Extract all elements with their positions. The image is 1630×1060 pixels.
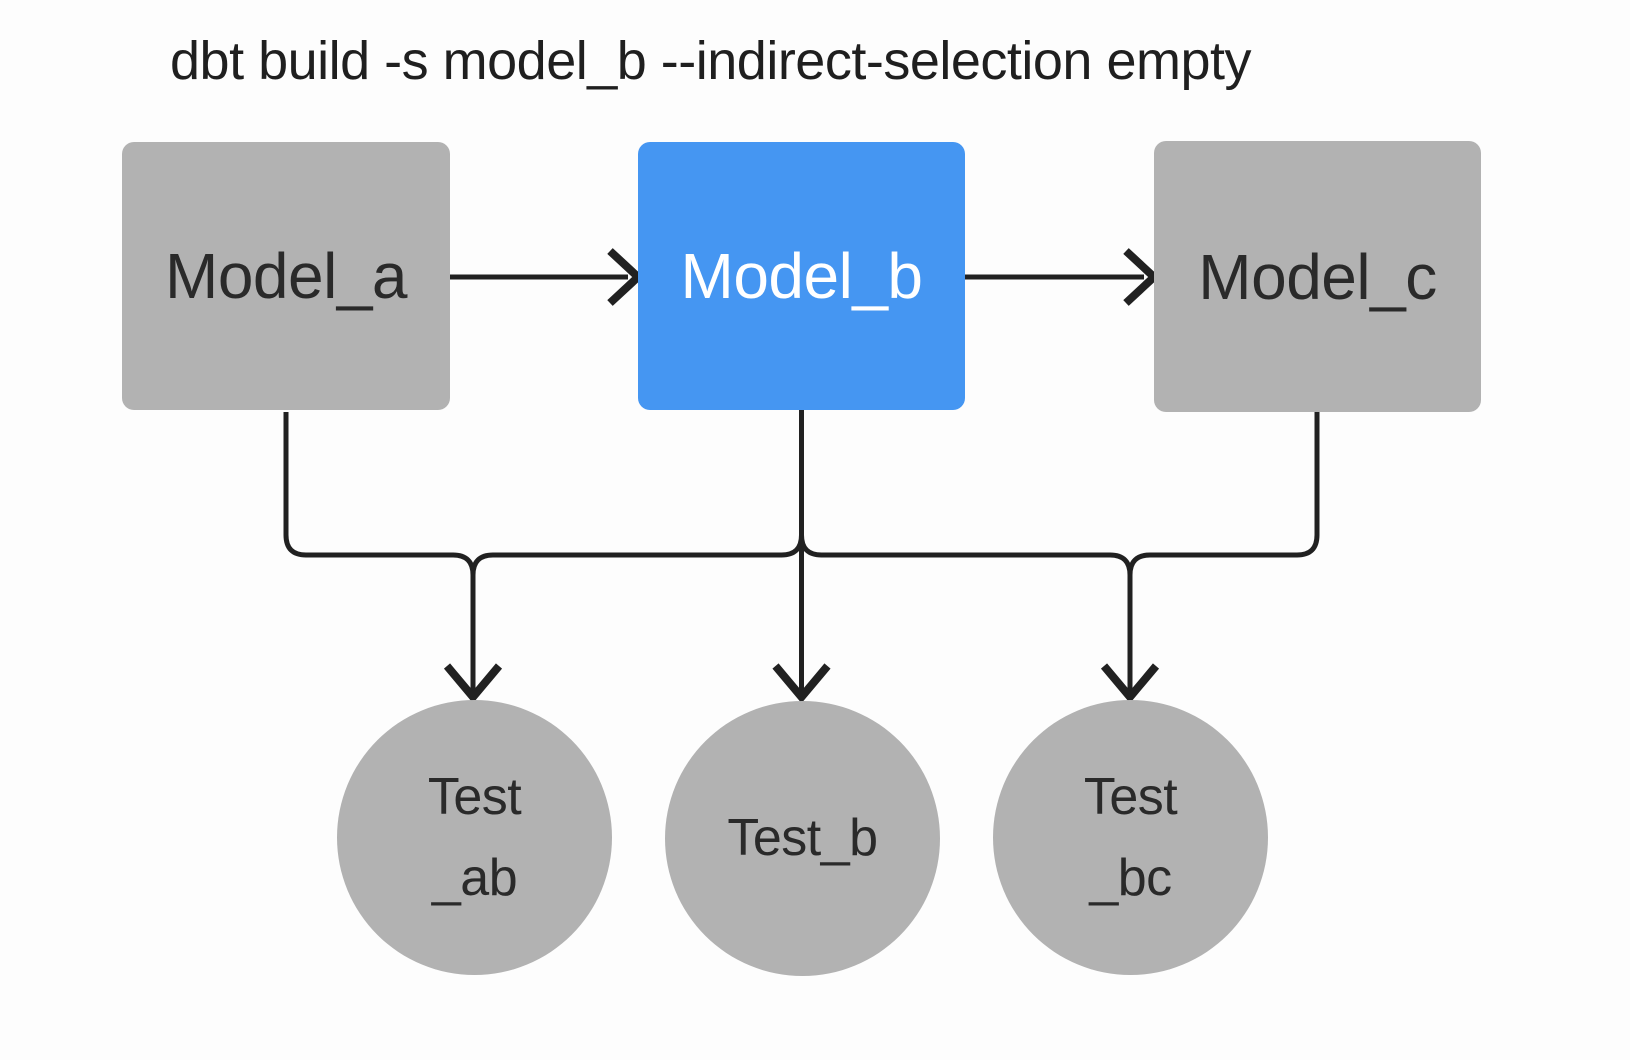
arrowhead-down-icon bbox=[1100, 663, 1160, 704]
edge-model-b-test-bc bbox=[799, 412, 1133, 692]
node-label-line: Test bbox=[1083, 767, 1178, 826]
node-label: Model_a bbox=[165, 240, 408, 312]
node-label-line: Test bbox=[427, 767, 522, 826]
node-label: Model_c bbox=[1198, 240, 1437, 313]
node-test-bc: Test _bc bbox=[993, 700, 1268, 975]
node-model-c: Model_c bbox=[1154, 141, 1481, 412]
node-label: Model_b bbox=[680, 240, 924, 312]
node-label-line: Test_b bbox=[727, 809, 878, 868]
node-label-line: _ab bbox=[431, 848, 518, 907]
edge-model-b-test-ab bbox=[470, 412, 804, 692]
node-label-line: _bc bbox=[1089, 848, 1172, 907]
command-title: dbt build -s model_b --indirect-selectio… bbox=[170, 31, 1252, 91]
arrowhead-down-icon bbox=[443, 663, 503, 704]
node-test-b: Test_b bbox=[665, 701, 940, 976]
arrowhead-down-icon bbox=[772, 663, 831, 704]
node-model-a: Model_a bbox=[122, 142, 450, 410]
node-test-ab: Test _ab bbox=[337, 700, 612, 975]
edge-model-c-test-bc bbox=[1127, 412, 1320, 692]
edge-model-a-test-ab bbox=[283, 412, 476, 692]
node-model-b-selected: Model_b bbox=[638, 142, 965, 410]
